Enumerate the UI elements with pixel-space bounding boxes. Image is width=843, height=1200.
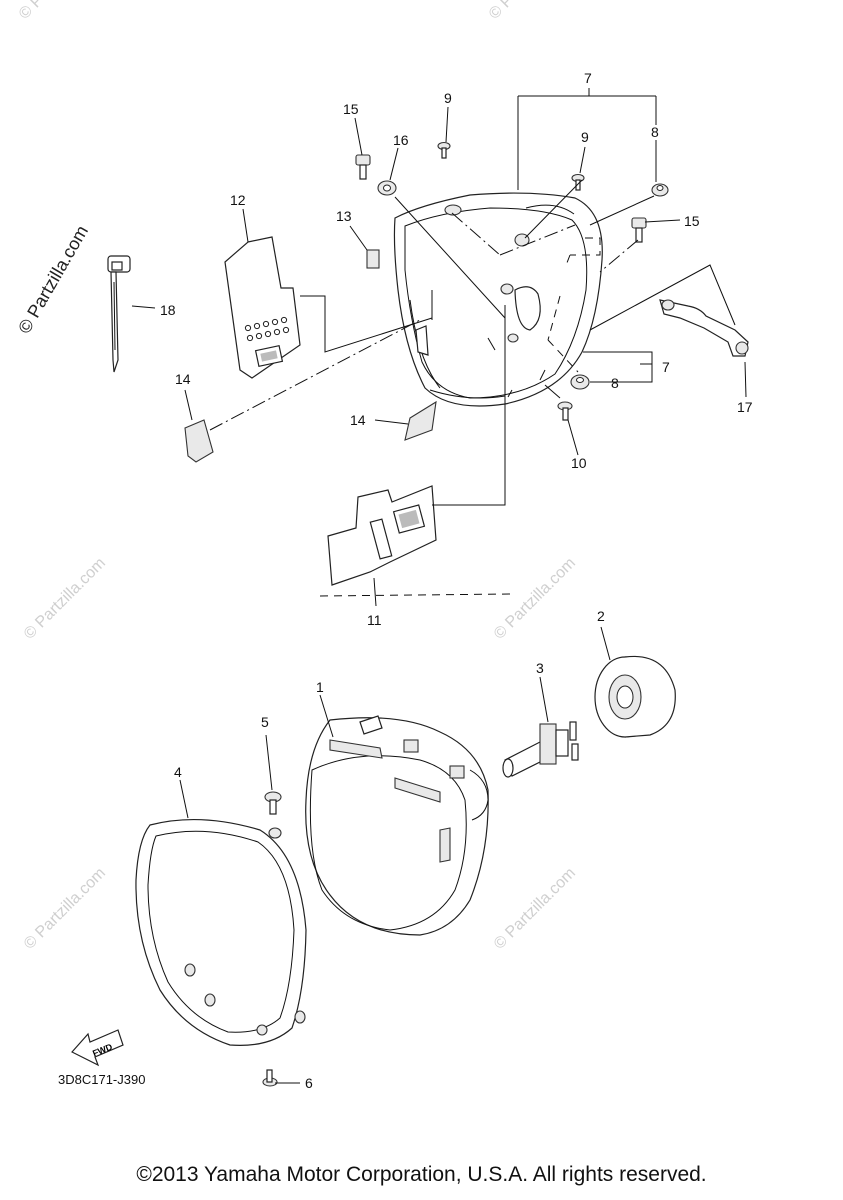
part-cable-tie <box>107 255 131 373</box>
callout-1: 1 <box>316 679 324 695</box>
part-pad-middle <box>404 400 437 441</box>
callout-3: 3 <box>536 660 544 676</box>
part-screw-10 <box>557 401 573 421</box>
callout-16: 16 <box>393 132 409 148</box>
part-headlight-unit <box>305 715 489 936</box>
watermark-vertical: © Partzilla.com <box>14 222 92 337</box>
watermark-tile: © Partzilla.com <box>491 865 579 953</box>
callout-15-right: 15 <box>684 213 700 229</box>
part-headlight-housing <box>393 192 603 407</box>
part-screw-9-left <box>437 141 451 159</box>
part-bolt-15-right <box>631 217 647 243</box>
part-cover-sticker <box>327 485 437 586</box>
callout-17: 17 <box>737 399 753 415</box>
callout-12: 12 <box>230 192 246 208</box>
callout-8-bottom: 8 <box>611 375 619 391</box>
callout-2: 2 <box>597 608 605 624</box>
callout-11: 11 <box>367 612 382 628</box>
watermark-tile: © Partzilla.com <box>21 555 109 643</box>
callouts: 1 2 3 4 5 6 7 7 8 8 9 9 10 11 12 13 14 1… <box>160 70 753 1091</box>
callout-9-right: 9 <box>581 129 589 145</box>
callout-18: 18 <box>160 302 176 318</box>
callout-7-top: 7 <box>584 70 592 86</box>
callout-9-left: 9 <box>444 90 452 106</box>
part-screw-5 <box>264 791 282 815</box>
watermark-layer: © Partzilla.com © Partzilla.com © Partzi… <box>14 0 579 953</box>
part-label-sticker <box>224 236 301 379</box>
part-grommet-16 <box>377 180 397 196</box>
fwd-arrow-icon: FWD <box>71 1029 124 1067</box>
diagram-code: 3D8C171-J390 <box>58 1072 146 1087</box>
leader-lines <box>131 88 747 1084</box>
callout-8-top: 8 <box>651 124 659 140</box>
callout-4: 4 <box>174 764 182 780</box>
callout-10: 10 <box>571 455 587 471</box>
part-pad-left <box>184 419 214 463</box>
part-collar-8-bottom <box>570 374 590 390</box>
callout-14-left: 14 <box>175 371 191 387</box>
part-collar-8-top <box>651 183 669 197</box>
watermark-tile: © Partzilla.com <box>491 555 579 643</box>
part-small-label <box>366 249 380 269</box>
watermark-tile: © Partzilla.com <box>21 865 109 953</box>
watermark-tile: © Partzilla.com <box>16 0 104 23</box>
part-screw-9-right <box>571 173 585 191</box>
part-headlight-bulb <box>502 721 579 778</box>
callout-13: 13 <box>336 208 352 224</box>
callout-7-bottom: 7 <box>662 359 670 375</box>
callout-6: 6 <box>305 1075 313 1091</box>
callout-15-left: 15 <box>343 101 359 117</box>
watermark-tile: © Partzilla.com <box>486 0 574 23</box>
part-bolt-15-left <box>355 154 371 180</box>
part-bracket <box>659 299 749 357</box>
part-screw-6 <box>262 1069 278 1087</box>
callout-14-middle: 14 <box>350 412 366 428</box>
copyright-notice: ©2013 Yamaha Motor Corporation, U.S.A. A… <box>136 1163 707 1186</box>
callout-5: 5 <box>261 714 269 730</box>
part-headlight-rim <box>135 818 307 1046</box>
part-bulb-cover <box>594 655 676 738</box>
